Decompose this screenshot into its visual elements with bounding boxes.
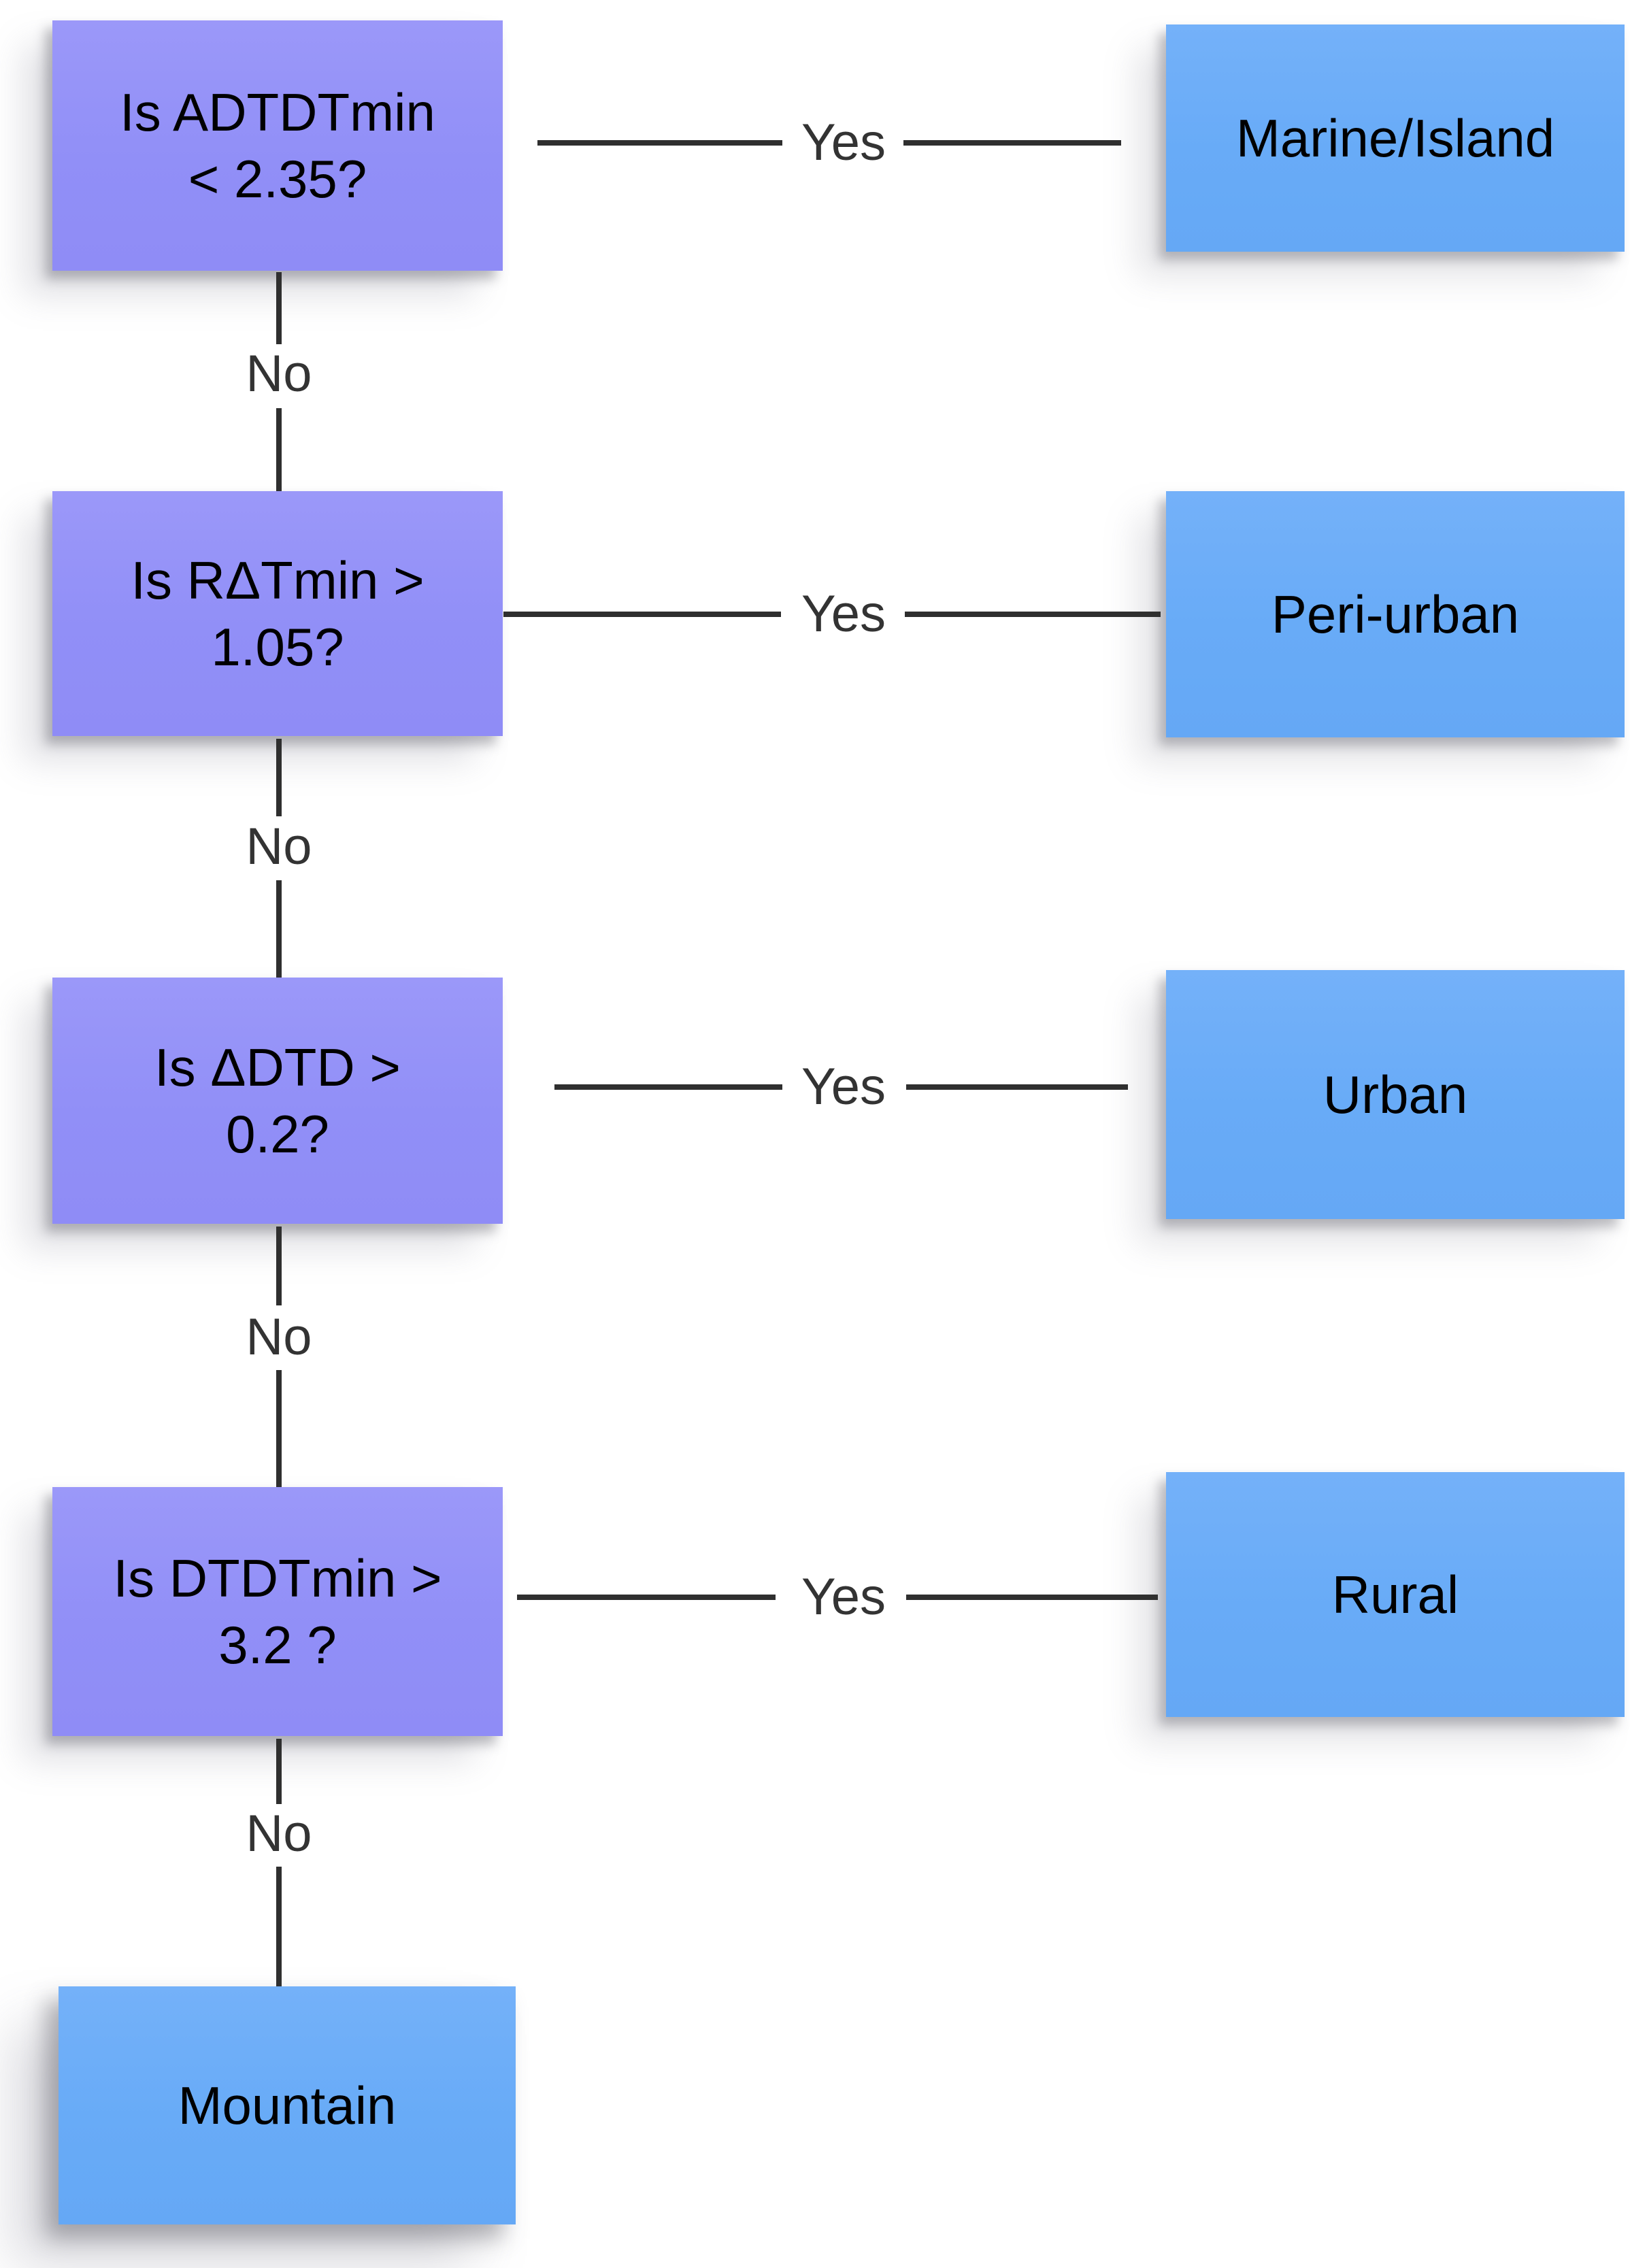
no-connector-3-upper (276, 1227, 282, 1305)
no-connector-4-upper (276, 1739, 282, 1804)
no-connector-4-lower (276, 1867, 282, 1986)
no-edge-label-1: No (246, 345, 312, 403)
result-label: Urban (1323, 1064, 1468, 1124)
no-connector-2-upper (276, 739, 282, 816)
yes-connector-1-left (537, 140, 782, 146)
question-2-line1: Is RΔTmin > (131, 550, 425, 610)
question-4-line1: Is DTDTmin > (113, 1548, 442, 1608)
result-node-mountain: Mountain (59, 1986, 516, 2224)
result-node-urban: Urban (1166, 970, 1625, 1219)
question-node-4: Is DTDTmin > 3.2 ? (52, 1487, 503, 1736)
yes-connector-2-right (905, 612, 1161, 617)
yes-connector-4-right (906, 1595, 1158, 1600)
question-1-line2: < 2.35? (188, 149, 367, 209)
yes-edge-label-4: Yes (801, 1568, 886, 1626)
yes-edge-label-3: Yes (801, 1058, 886, 1116)
question-2-line2: 1.05? (211, 617, 344, 677)
yes-connector-3-left (554, 1084, 782, 1090)
yes-connector-3-right (906, 1084, 1128, 1090)
result-label: Peri-urban (1271, 584, 1520, 644)
yes-connector-1-right (903, 140, 1121, 146)
result-label: Marine/Island (1235, 107, 1555, 168)
no-connector-2-lower (276, 880, 282, 978)
result-label: Mountain (178, 2075, 397, 2135)
yes-edge-label-1: Yes (801, 114, 886, 171)
no-connector-1-lower (276, 408, 282, 491)
question-4-line2: 3.2 ? (218, 1615, 337, 1675)
result-node-peri-urban: Peri-urban (1166, 491, 1625, 737)
no-edge-label-3: No (246, 1308, 312, 1366)
result-node-marine-island: Marine/Island (1166, 24, 1625, 252)
no-connector-3-lower (276, 1370, 282, 1487)
question-1-line1: Is ADTDTmin (120, 82, 435, 142)
yes-connector-2-left (503, 612, 781, 617)
no-edge-label-2: No (246, 818, 312, 875)
no-connector-1-upper (276, 272, 282, 344)
question-node-3: Is ΔDTD > 0.2? (52, 978, 503, 1224)
yes-edge-label-2: Yes (801, 585, 886, 643)
yes-connector-4-left (517, 1595, 776, 1600)
question-node-2: Is RΔTmin > 1.05? (52, 491, 503, 736)
no-edge-label-4: No (246, 1805, 312, 1863)
question-node-1: Is ADTDTmin < 2.35? (52, 20, 503, 271)
question-3-line2: 0.2? (226, 1104, 329, 1164)
result-label: Rural (1331, 1564, 1459, 1624)
result-node-rural: Rural (1166, 1472, 1625, 1717)
question-3-line1: Is ΔDTD > (154, 1037, 401, 1097)
